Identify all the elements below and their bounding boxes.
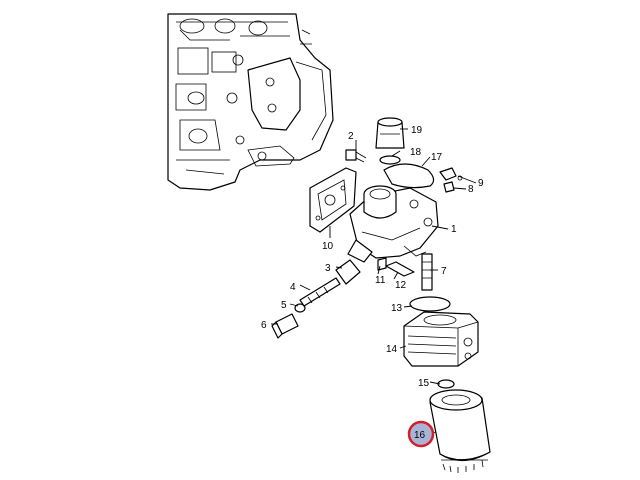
callout-1: 1 [451, 224, 457, 235]
callout-2: 2 [348, 131, 354, 142]
highlighted-callout-marker [407, 420, 435, 448]
fitting-part-9 [439, 167, 463, 193]
callout-5: 5 [281, 300, 287, 311]
bolt-part-2 [345, 149, 367, 163]
stud-part-7 [421, 253, 433, 291]
callout-14: 14 [386, 344, 398, 355]
seal-part-5 [294, 303, 306, 313]
seal-part-15 [437, 379, 455, 389]
callout-17: 17 [431, 152, 443, 163]
callout-4: 4 [290, 282, 296, 293]
callout-9: 9 [478, 178, 484, 189]
callout-18: 18 [410, 147, 422, 158]
callout-10: 10 [322, 241, 334, 252]
sleeve-part-3 [335, 259, 361, 285]
callout-labels: 1 2 3 4 5 6 7 8 9 10 11 12 13 14 15 16 1… [261, 125, 484, 441]
callout-16: 16 [414, 430, 426, 441]
bolt-part-12 [385, 261, 415, 277]
leader-lines [271, 128, 477, 435]
sender-part-19 [375, 117, 405, 149]
stud-part-4 [299, 277, 341, 307]
oil-cooler-part-14 [403, 311, 479, 367]
callout-7: 7 [441, 266, 447, 277]
filter-housing-part-1 [347, 185, 439, 263]
callout-8: 8 [468, 184, 474, 195]
oil-filter-part-16 [429, 389, 491, 473]
callout-15: 15 [418, 378, 430, 389]
callout-6: 6 [261, 320, 267, 331]
o-ring-part-18 [379, 155, 401, 165]
seal-part-17 [383, 163, 435, 189]
callout-3: 3 [325, 263, 331, 274]
gasket-part-10 [309, 167, 357, 233]
callout-12: 12 [395, 280, 407, 291]
callout-13: 13 [391, 303, 403, 314]
callout-19: 19 [411, 125, 423, 136]
engine-block [167, 13, 334, 191]
callout-11: 11 [375, 275, 386, 286]
plug-part-6 [271, 313, 299, 339]
o-ring-part-13 [409, 296, 451, 312]
